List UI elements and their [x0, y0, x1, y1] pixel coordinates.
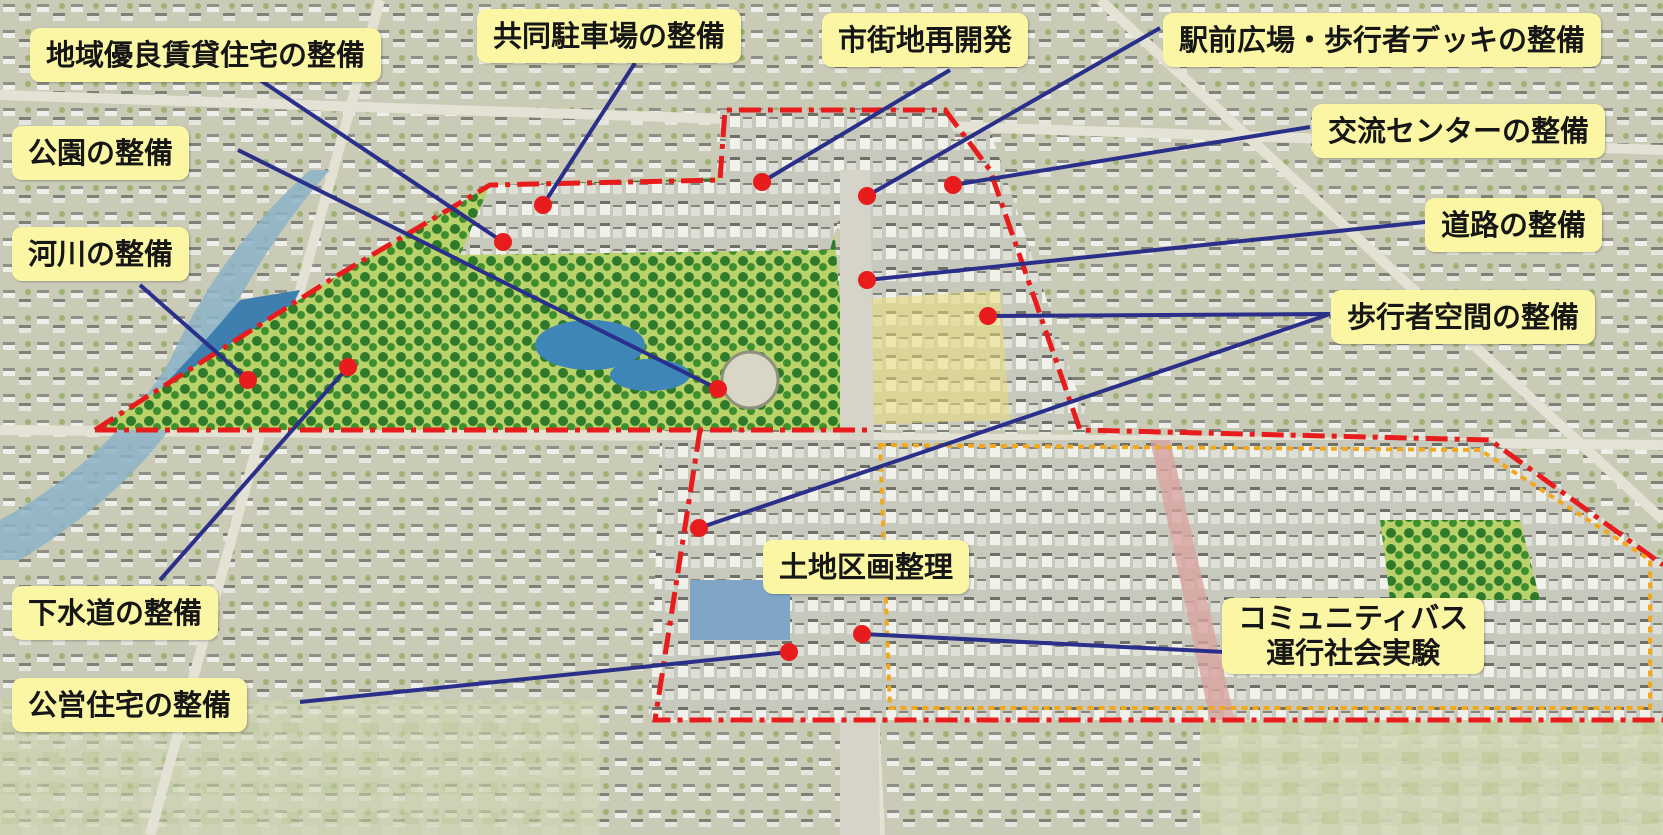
- label-community-bus: コミュニティバス 運行社会実験: [1222, 598, 1485, 674]
- marker-public-housing: [780, 643, 798, 661]
- leader-pedestrian-2: [698, 312, 1331, 530]
- marker-road: [858, 271, 876, 289]
- label-urban-redevelopment: 市街地再開発: [822, 13, 1029, 67]
- marker-pedestrian-2: [690, 519, 708, 537]
- marker-river: [239, 371, 257, 389]
- marker-redevelopment: [753, 173, 771, 191]
- label-river: 河川の整備: [12, 227, 190, 281]
- leader-exchange-center: [952, 125, 1311, 187]
- community-bus-line2: 運行社会実験: [1266, 636, 1441, 670]
- community-bus-line1: コミュニティバス: [1238, 601, 1469, 635]
- marker-sewer: [339, 358, 357, 376]
- leader-park: [237, 148, 719, 391]
- leader-community-bus: [861, 632, 1226, 654]
- marker-parking: [534, 196, 552, 214]
- label-pedestrian-space: 歩行者空間の整備: [1331, 290, 1596, 344]
- label-shared-parking: 共同駐車場の整備: [477, 9, 742, 63]
- label-public-housing: 公営住宅の整備: [12, 678, 248, 732]
- leader-public-housing: [299, 650, 790, 704]
- marker-community-bus: [853, 625, 871, 643]
- label-sewer: 下水道の整備: [12, 586, 219, 640]
- label-road: 道路の整備: [1425, 198, 1603, 252]
- leader-parking: [541, 61, 637, 207]
- leader-redevelopment: [760, 68, 952, 184]
- marker-pedestrian-1: [979, 307, 997, 325]
- leader-pedestrian-1: [987, 312, 1331, 318]
- marker-housing: [494, 233, 512, 251]
- leader-river: [138, 283, 250, 382]
- marker-station-plaza: [858, 187, 876, 205]
- label-exchange-center: 交流センターの整備: [1312, 104, 1606, 158]
- marker-park: [709, 380, 727, 398]
- label-park: 公園の整備: [12, 126, 190, 180]
- marker-exchange-center: [944, 176, 962, 194]
- leader-station-plaza: [866, 26, 1161, 198]
- leader-road: [866, 220, 1426, 282]
- leader-sewer: [158, 365, 350, 582]
- leader-housing: [243, 68, 505, 244]
- label-land-readjustment: 土地区画整理: [763, 540, 970, 594]
- label-station-plaza: 駅前広場・歩行者デッキの整備: [1163, 13, 1602, 67]
- label-regional-housing: 地域優良賃貸住宅の整備: [30, 28, 382, 82]
